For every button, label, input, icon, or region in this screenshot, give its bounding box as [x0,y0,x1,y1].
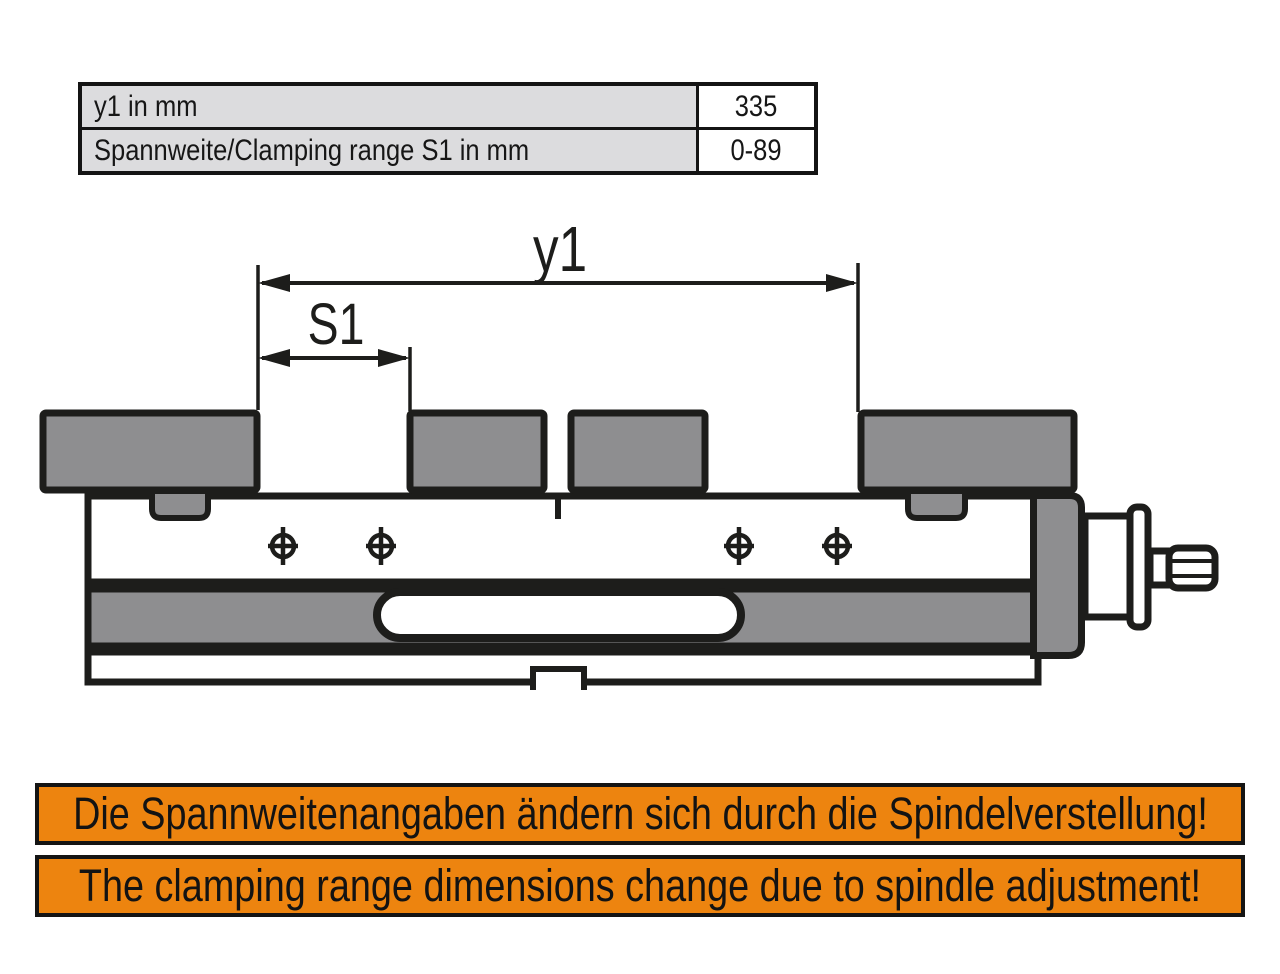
jaw-left-key-tab [149,488,211,521]
spec-table: y1 in mm 335 Spannweite/Clamping range S… [78,82,818,175]
dimension-s1: S1 [258,292,412,411]
y1-row-value: 335 [735,89,778,123]
body-upper-band [84,492,1042,586]
centering-marks [268,527,852,565]
end-block [1030,492,1085,659]
spindle-plate [1126,503,1152,631]
table-cell-value: 335 [699,86,814,127]
vise-jaws [39,409,1078,521]
clamping-range-row-value: 0-89 [730,133,783,167]
warning-text-german: Die Spannweitenangaben ändern sich durch… [72,788,1208,839]
base-keyway-notch [530,666,587,690]
y1-dimension-label: y1 [533,215,587,286]
spindle-assembly [1030,492,1219,659]
s1-dimension-label: S1 [308,292,365,357]
jaw-right [857,409,1078,494]
centering-mark-icon [268,527,298,565]
centering-mark-icon [366,527,396,565]
table-cell-label: Spannweite/Clamping range S1 in mm [82,130,699,171]
arrow-left-icon [258,274,290,292]
y1-row-label: y1 in mm [94,89,198,123]
centering-mark-icon [822,527,852,565]
warning-banner-german: Die Spannweitenangaben ändern sich durch… [35,783,1245,845]
jaw-middle-left [406,409,548,494]
jaw-middle-right [567,409,709,494]
body-slot [373,588,745,642]
dimension-y1: y1 [256,215,860,412]
centering-mark-icon [724,527,754,565]
jaw-left [39,409,261,494]
clamping-range-row-label: Spannweite/Clamping range S1 in mm [94,133,530,167]
spindle-flange [1081,512,1135,621]
spindle-thread [1165,544,1219,592]
arrow-right-icon [378,349,410,367]
warning-banner-english: The clamping range dimensions change due… [35,855,1245,917]
table-cell-label: y1 in mm [82,86,699,127]
vise-body [84,492,1042,690]
jaw-right-key-tab [905,488,968,521]
table-cell-value: 0-89 [699,130,814,171]
warning-text-english: The clamping range dimensions change due… [78,860,1202,911]
table-row: y1 in mm 335 [82,86,814,127]
arrow-left-icon [258,349,290,367]
arrow-right-icon [826,274,858,292]
table-row: Spannweite/Clamping range S1 in mm 0-89 [82,127,814,171]
